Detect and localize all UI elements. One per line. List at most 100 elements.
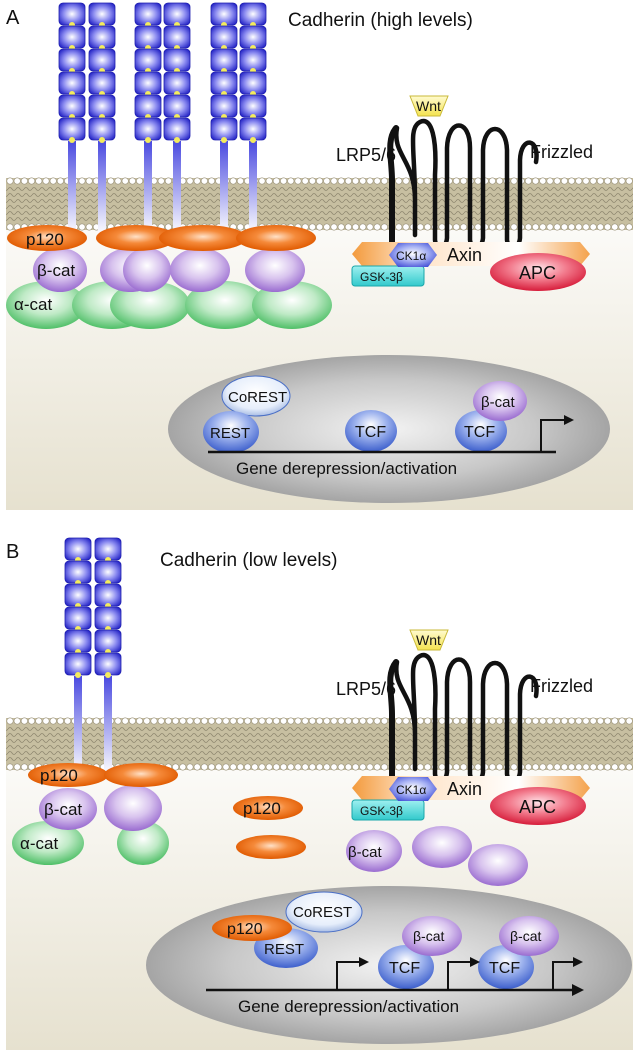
calcium-dot (250, 137, 256, 143)
lipid-head (352, 177, 360, 185)
lipid-head (294, 717, 302, 725)
cadherin-domain (88, 71, 116, 95)
lipid-head (625, 177, 633, 185)
transcription-arrowhead (359, 957, 369, 967)
lipid-head (474, 717, 482, 725)
beta-catenin-nuclear (473, 381, 527, 421)
lipid-head (395, 177, 403, 185)
cadherin-domain (163, 117, 191, 141)
lipid-head (344, 223, 352, 231)
beta-cat-nuclear-label: β-cat (481, 394, 515, 411)
lipid-head (510, 717, 518, 725)
lipid-head (337, 223, 345, 231)
lipid-head (539, 177, 547, 185)
lipid-head (611, 717, 619, 725)
lipid-head (373, 717, 381, 725)
lipid-head (416, 177, 424, 185)
lipid-head (157, 177, 165, 185)
lipid-head (265, 177, 273, 185)
lipid-head (625, 223, 633, 231)
lipid-head (460, 177, 468, 185)
cadherin-stem (104, 676, 112, 775)
lipid-head (553, 763, 561, 771)
lipid-head (582, 177, 590, 185)
lipid-head (366, 177, 374, 185)
beta-catenin (170, 248, 230, 292)
lipid-head (575, 223, 583, 231)
lipid-head (193, 717, 201, 725)
lipid-head (560, 177, 568, 185)
cadherin-domain (94, 606, 122, 630)
lipid-head (582, 763, 590, 771)
plasma-membrane-b (6, 718, 633, 770)
cadherin-domain (163, 94, 191, 118)
gene-activation-label: Gene derepression/activation (236, 459, 457, 478)
lipid-head (359, 717, 367, 725)
lipid-head (452, 763, 460, 771)
lipid-head (488, 223, 496, 231)
lipid-head (294, 763, 302, 771)
cadherin-a5 (210, 2, 238, 235)
gsk3b-protein (351, 265, 425, 287)
lipid-head (496, 223, 504, 231)
lipid-head (316, 717, 324, 725)
cadherin-domain (163, 2, 191, 26)
cadherin-domain (239, 25, 267, 49)
lipid-head (604, 223, 612, 231)
lipid-head (265, 763, 273, 771)
lipid-head (258, 763, 266, 771)
cadherin-domain (64, 560, 92, 584)
cadherin-domain (94, 537, 122, 561)
lipid-head (380, 717, 388, 725)
lipid-head (452, 717, 460, 725)
cadherin-domain (58, 117, 86, 141)
lipid-head (265, 717, 273, 725)
lipid-head (575, 177, 583, 185)
p120-catenin (236, 225, 316, 251)
frizzled-label: Frizzled (530, 142, 593, 162)
cadherin-domain (239, 2, 267, 26)
lipid-head (366, 763, 374, 771)
lipid-head (366, 717, 374, 725)
lipid-head (539, 223, 547, 231)
cadherin-domain (64, 583, 92, 607)
beta-catenin (245, 248, 305, 292)
lipid-head (13, 717, 21, 725)
beta-cat-label-a: β-cat (37, 261, 75, 280)
alpha-catenin (185, 281, 265, 329)
lipid-head (258, 177, 266, 185)
cadherin-domain (58, 2, 86, 26)
panel-letter-b: B (6, 541, 19, 563)
lipid-head (316, 763, 324, 771)
cadherin-domain (64, 537, 92, 561)
cadherin-a2 (88, 2, 116, 235)
beta-cat-label-b: β-cat (44, 800, 82, 819)
lipid-head (460, 763, 468, 771)
ck1a-label: CK1α (396, 783, 426, 797)
lipid-head (186, 763, 194, 771)
lipid-head (582, 223, 590, 231)
cadherin-a4 (163, 2, 191, 235)
dna-arrowhead (572, 984, 584, 996)
lipid-head (604, 763, 612, 771)
axin-label: Axin (447, 245, 482, 265)
lipid-head (510, 177, 518, 185)
wnt-ligand (409, 629, 449, 651)
cadherin-domain (134, 117, 162, 141)
calcium-dot (145, 137, 151, 143)
lipid-head (532, 223, 540, 231)
rest-protein (203, 411, 259, 453)
panel-a: A Cadherin (high levels) p120 β-cat α-ca… (6, 2, 633, 510)
cadherin-domain (94, 583, 122, 607)
lipid-head (236, 223, 244, 231)
lipid-head (280, 717, 288, 725)
lipid-head (596, 177, 604, 185)
beta-catenin (123, 248, 171, 292)
lipid-head (301, 177, 309, 185)
lipid-head (438, 223, 446, 231)
lipid-head (13, 763, 21, 771)
lipid-head (596, 717, 604, 725)
alpha-cat-label-a: α-cat (14, 295, 52, 314)
lipid-head (395, 223, 403, 231)
lipid-head (510, 763, 518, 771)
